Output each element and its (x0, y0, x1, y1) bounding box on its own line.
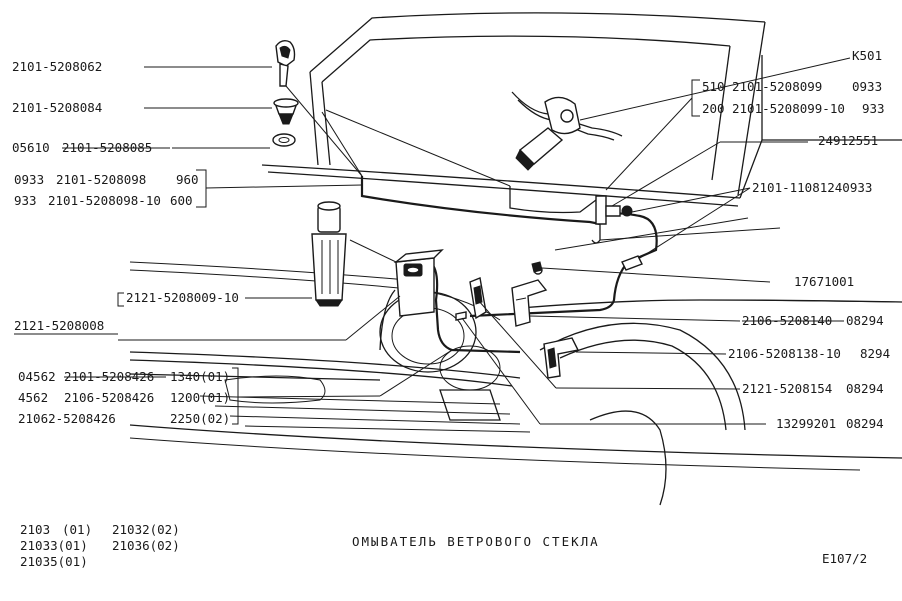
label-tee: 24912551 (818, 133, 878, 148)
label-hose-clamp: 2101-11081240933 (752, 180, 872, 195)
label-switch-code: K501 (852, 48, 882, 63)
label-tube-a3: 1340(01) (170, 369, 230, 384)
label-reservoir: 2121-5208008 (14, 318, 104, 333)
label-switch-a3: 0933 (852, 79, 882, 94)
model-1a: 2103 (20, 522, 50, 537)
label-screw1: 13299201 (776, 416, 836, 431)
model-1c: 21032(02) (112, 522, 180, 537)
part-labels: 2101-5208062 2101-5208084 05610 2101-520… (12, 48, 890, 431)
label-switch-a2: 2101-5208099 (732, 79, 822, 94)
label-bracket-a2: 08294 (846, 313, 884, 328)
label-bracket-b2: 8294 (860, 346, 890, 361)
label-hose-a1: 0933 (14, 172, 44, 187)
label-switch-b1: 200 (702, 101, 725, 116)
car-body-outline (129, 12, 902, 506)
label-hose-b3: 600 (170, 193, 193, 208)
page-code: E107/2 (822, 551, 867, 566)
label-bracket-c1: 2121-5208154 (742, 381, 832, 396)
label-bracket-b1: 2106-5208138-10 (728, 346, 841, 361)
diagram-caption: ОМЫВАТЕЛЬ ВЕТРОВОГО СТЕКЛА (352, 534, 600, 549)
label-switch-b2: 2101-5208099-10 (732, 101, 845, 116)
label-clip: 17671001 (794, 274, 854, 289)
label-switch-a1: 510 (702, 79, 725, 94)
label-tube-c1: 21062-5208426 (18, 411, 116, 426)
label-tube-a1: 04562 (18, 369, 56, 384)
model-1b: (01) (62, 522, 92, 537)
washer-hoses (360, 176, 658, 354)
model-2b: 21036(02) (112, 538, 180, 553)
label-nozzle: 2101-5208062 (12, 59, 102, 74)
label-tube-b3: 1200(01) (170, 390, 230, 405)
label-hose-a3: 960 (176, 172, 199, 187)
label-tube-b2: 2106-5208426 (64, 390, 154, 405)
brackets (455, 261, 580, 379)
label-nozzle-body: 2101-5208084 (12, 100, 102, 115)
label-screw2: 08294 (846, 416, 884, 431)
model-list: 2103 (01) 21032(02) 21033(01) 21036(02) … (20, 522, 180, 569)
label-hose-a2: 2101-5208098 (56, 172, 146, 187)
label-bracket-c2: 08294 (846, 381, 884, 396)
model-3a: 21035(01) (20, 554, 88, 569)
label-hose-b2: 2101-5208098-10 (48, 193, 161, 208)
label-tube-b1: 4562 (18, 390, 48, 405)
label-pump: 2121-5208009-10 (126, 290, 239, 305)
model-2a: 21033(01) (20, 538, 88, 553)
label-hose-b1: 933 (14, 193, 37, 208)
label-tube-c2: 2250(02) (170, 411, 230, 426)
label-washer-a: 05610 (12, 140, 50, 155)
leader-lines (117, 57, 851, 425)
wiper-switch-assembly (511, 91, 623, 171)
reservoir-pump (311, 201, 444, 317)
label-switch-b3: 933 (862, 101, 885, 116)
nozzle-parts (272, 39, 299, 147)
